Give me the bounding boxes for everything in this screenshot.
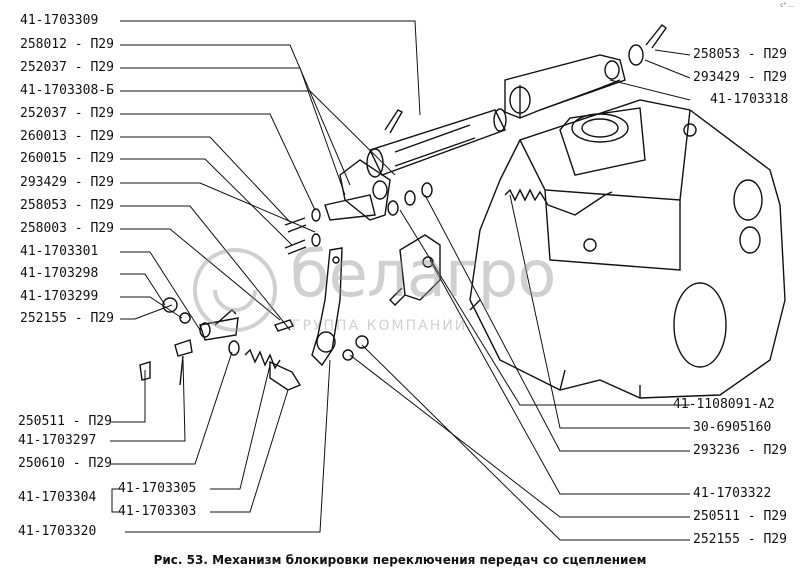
washer-center-b [404,190,416,206]
bolt-41-1703297 [174,339,193,386]
corner-mark: с° ... [780,2,794,9]
label-left-6: 260013 - П29 [20,129,114,144]
washer-252037-a [311,208,321,222]
label-right-5: 30-6905160 [693,420,772,435]
watermark-brand: белагро [290,238,556,312]
label-bottom-left-6: 41-1703303 [118,504,197,519]
label-left-1: 41-1703309 [20,13,99,28]
label-right-7: 41-1703322 [693,486,772,501]
label-left-3: 252037 - П29 [20,60,114,75]
washer-250610 [228,340,240,356]
label-right-3: 41-1703318 [710,92,789,107]
label-right-1: 258053 - П29 [693,47,787,62]
label-left-11: 41-1703301 [20,244,99,259]
label-left-5: 252037 - П29 [20,106,114,121]
nut-252155-right [355,335,369,349]
leader-lines [110,20,691,541]
end-41-1703303 [269,360,302,391]
pin-258003 [274,319,294,332]
label-left-8: 293429 - П29 [20,175,114,190]
washer-center-c [421,182,433,198]
label-bottom-left-3: 250610 - П29 [18,456,112,471]
linkage-41-1703304 [199,309,239,341]
washer-293429-a [628,44,644,66]
watermark-logo [193,248,277,332]
washer-250511-left [139,361,151,381]
washer-center-a [387,200,399,216]
rocker-41-1703322 [389,234,441,306]
label-left-7: 260015 - П29 [20,151,114,166]
bolt-260013 [284,217,307,233]
label-right-6: 293236 - П29 [693,443,787,458]
lever-41-1703301 [324,159,391,221]
label-bottom-left-4: 41-1703304 [18,490,97,505]
label-left-13: 41-1703299 [20,289,99,304]
gearbox-housing [469,99,786,399]
label-left-4: 41-1703308-Б [20,83,114,98]
bolt-260015 [284,239,307,255]
label-left-10: 258003 - П29 [20,221,114,236]
label-bottom-left-7: 41-1703320 [18,524,97,539]
washer-41-1703299 [179,312,191,324]
label-left-14: 252155 - П29 [20,311,114,326]
label-right-2: 293429 - П29 [693,70,787,85]
label-right-8: 250511 - П29 [693,509,787,524]
label-left-9: 258053 - П29 [20,198,114,213]
washer-250511-right [342,349,354,361]
watermark-subtitle: ГРУППА КОМПАНИЙ [292,318,468,334]
bracket-41-1703318 [504,54,626,119]
label-left-12: 41-1703298 [20,266,99,281]
shaft-41-1703308 [366,108,507,178]
label-right-4: 41-1108091-А2 [673,397,775,412]
arm-41-1703320 [311,247,343,367]
lever-rod-right [547,191,613,216]
cotter-pin-258053-a [645,24,667,49]
cotter-pin-41-1703309 [384,109,403,134]
spring-293236 [504,188,549,206]
figure-caption: Рис. 53. Механизм блокировки переключени… [153,553,647,567]
label-bottom-left-5: 41-1703305 [118,481,197,496]
label-right-9: 252155 - П29 [693,532,787,547]
label-bottom-left-1: 250511 - П29 [18,414,112,429]
label-bottom-left-2: 41-1703297 [18,433,97,448]
label-left-2: 258012 - П29 [20,37,114,52]
washer-252037-b [311,233,321,247]
spring-41-1703305 [244,348,281,370]
